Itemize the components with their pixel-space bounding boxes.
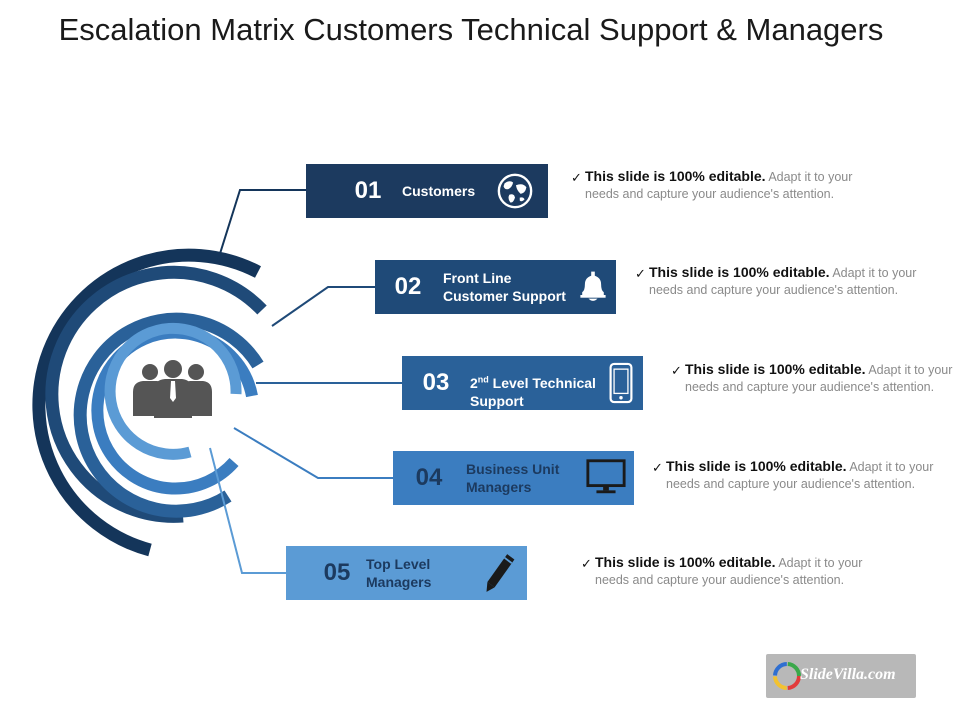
description-text: Adapt it to your needs and capture your …	[685, 363, 953, 394]
logo-emblem-icon	[773, 662, 801, 690]
description-text: Adapt it to your needs and capture your …	[585, 170, 853, 201]
description-bold: This slide is 100% editable.	[666, 458, 847, 474]
step-label: Top Level Managers	[366, 556, 432, 590]
check-icon: ✓	[652, 460, 663, 475]
description-bold: This slide is 100% editable.	[595, 554, 776, 570]
step-01-description: ✓ This slide is 100% editable. Adapt it …	[571, 168, 875, 203]
step-05-box: 05 Top Level Managers	[286, 546, 527, 600]
step-02-box: 02 Front Line Customer Support	[375, 260, 616, 314]
step-03-box: 03 2nd Level Technical Support	[402, 356, 643, 410]
connector-04	[233, 427, 393, 479]
globe-icon	[497, 173, 533, 209]
step-number: 02	[394, 273, 422, 300]
pencil-icon	[486, 554, 515, 592]
step-label: Front Line Customer Support	[443, 270, 566, 304]
slide-title: Escalation Matrix Customers Technical Su…	[58, 12, 884, 47]
step-04-description: ✓ This slide is 100% editable. Adapt it …	[652, 458, 946, 493]
ring-3	[73, 312, 264, 518]
mobile-phone-icon	[609, 362, 633, 404]
step-number: 05	[323, 559, 351, 586]
label-superscript: nd	[477, 374, 489, 385]
description-bold: This slide is 100% editable.	[649, 264, 830, 280]
step-04-box: 04 Business Unit Managers	[393, 451, 634, 505]
description-text: Adapt it to your needs and capture your …	[649, 266, 917, 297]
check-icon: ✓	[571, 170, 582, 185]
step-number: 04	[415, 464, 443, 491]
label-rest: Level Technical Support	[470, 375, 596, 409]
step-05-description: ✓ This slide is 100% editable. Adapt it …	[581, 554, 885, 589]
connector-02	[271, 286, 375, 327]
brand-logo: SlideVilla.com	[766, 654, 916, 698]
step-03-description: ✓ This slide is 100% editable. Adapt it …	[671, 361, 955, 396]
description-bold: This slide is 100% editable.	[685, 361, 866, 377]
step-01-box: 01 Customers	[306, 164, 548, 218]
bell-icon	[580, 271, 606, 301]
connector-05	[209, 447, 286, 574]
ring-2	[45, 265, 267, 523]
step-02-description: ✓ This slide is 100% editable. Adapt it …	[635, 264, 939, 299]
description-bold: This slide is 100% editable.	[585, 168, 766, 184]
logo-text: SlideVilla.com	[800, 666, 896, 683]
step-label: 2nd Level Technical Support	[470, 356, 596, 410]
ring-5	[104, 322, 242, 460]
step-number: 01	[354, 177, 382, 204]
step-label: Customers	[402, 183, 476, 199]
step-label: Business Unit Managers	[466, 461, 560, 495]
connector-01	[217, 189, 306, 261]
check-icon: ✓	[635, 266, 646, 281]
ring-1	[32, 248, 261, 557]
monitor-icon	[586, 459, 626, 494]
check-icon: ✓	[671, 363, 682, 378]
description-text: Adapt it to your needs and capture your …	[595, 556, 863, 587]
label-prefix: 2	[470, 375, 478, 391]
check-icon: ✓	[581, 556, 592, 571]
description-text: Adapt it to your needs and capture your …	[666, 460, 934, 491]
team-people-icon	[133, 360, 212, 418]
step-number: 03	[422, 369, 450, 396]
